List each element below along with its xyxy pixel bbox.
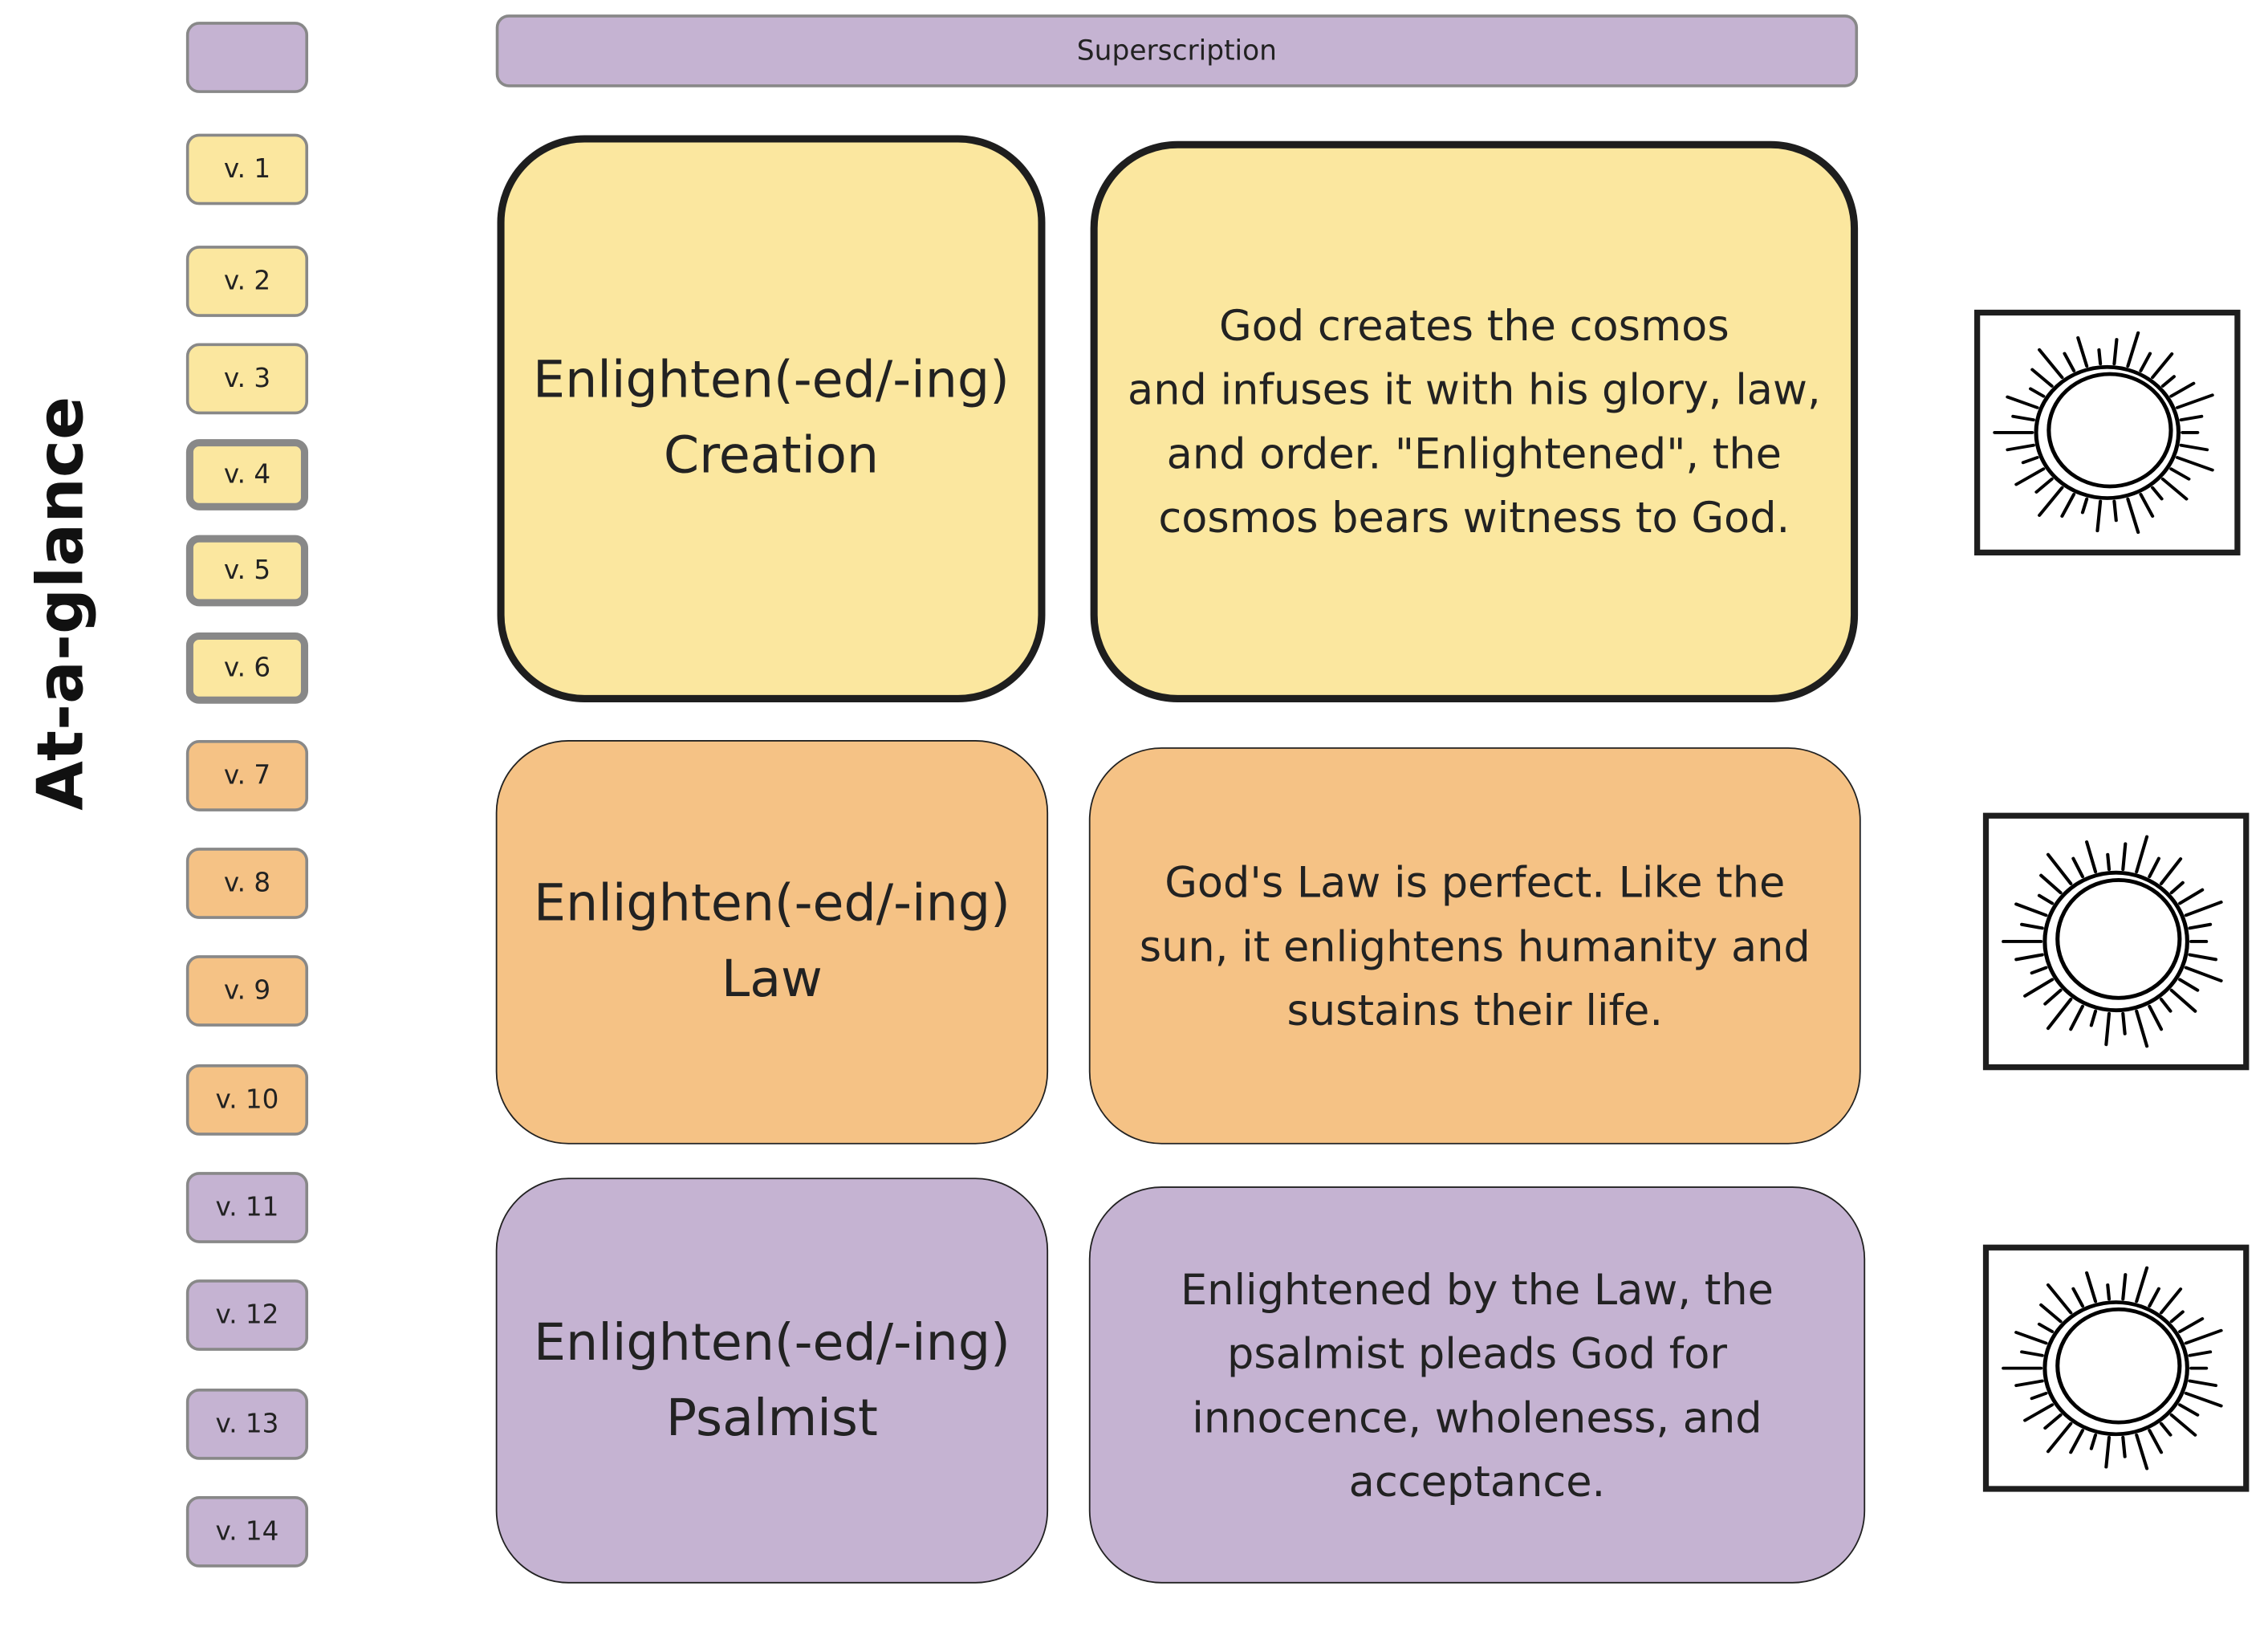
section-description: Enlightened by the Law, the psalmist ple…: [1180, 1264, 1774, 1506]
section-heading-card: Enlighten(-ed/-ing) Creation: [497, 135, 1046, 702]
section-heading: Enlighten(-ed/-ing) Law: [533, 875, 1010, 1010]
verse-box: v. 7: [185, 740, 309, 811]
verse-box: v. 3: [185, 343, 309, 415]
sun-icon: [1982, 812, 2250, 1071]
superscription-bar: Superscription: [495, 14, 1859, 87]
verse-box: v. 11: [185, 1172, 309, 1243]
section-description-card: Enlightened by the Law, the psalmist ple…: [1088, 1186, 1866, 1584]
verse-box: v. 14: [185, 1496, 309, 1568]
section-heading-card: Enlighten(-ed/-ing) Law: [495, 740, 1049, 1145]
page-title: At-a-glance: [23, 396, 99, 811]
verse-box: v. 10: [185, 1064, 309, 1136]
section-description: God creates the cosmos and infuses it wi…: [1128, 300, 1821, 543]
verse-box: v. 12: [185, 1279, 309, 1351]
verse-box: v. 5: [185, 535, 309, 607]
verse-box: v. 13: [185, 1388, 309, 1460]
section-description-card: God creates the cosmos and infuses it wi…: [1090, 140, 1859, 702]
verse-box: v. 9: [185, 955, 309, 1027]
verse-box: v. 2: [185, 246, 309, 317]
verse-box: v. 6: [185, 632, 309, 704]
section-heading-card: Enlighten(-ed/-ing) Psalmist: [495, 1177, 1049, 1584]
section-description-card: God's Law is perfect. Like the sun, it e…: [1088, 747, 1861, 1145]
verse-box: v. 4: [185, 439, 309, 510]
verse-box: v. 8: [185, 848, 309, 919]
section-heading: Enlighten(-ed/-ing) Creation: [533, 352, 1010, 486]
section-heading: Enlighten(-ed/-ing) Psalmist: [533, 1313, 1010, 1448]
sun-icon: [1982, 1244, 2250, 1492]
verse-box-superscription: [185, 22, 309, 93]
section-description: God's Law is perfect. Like the sun, it e…: [1139, 856, 1811, 1035]
sun-icon: [1974, 309, 2241, 555]
verse-box: v. 1: [185, 133, 309, 205]
